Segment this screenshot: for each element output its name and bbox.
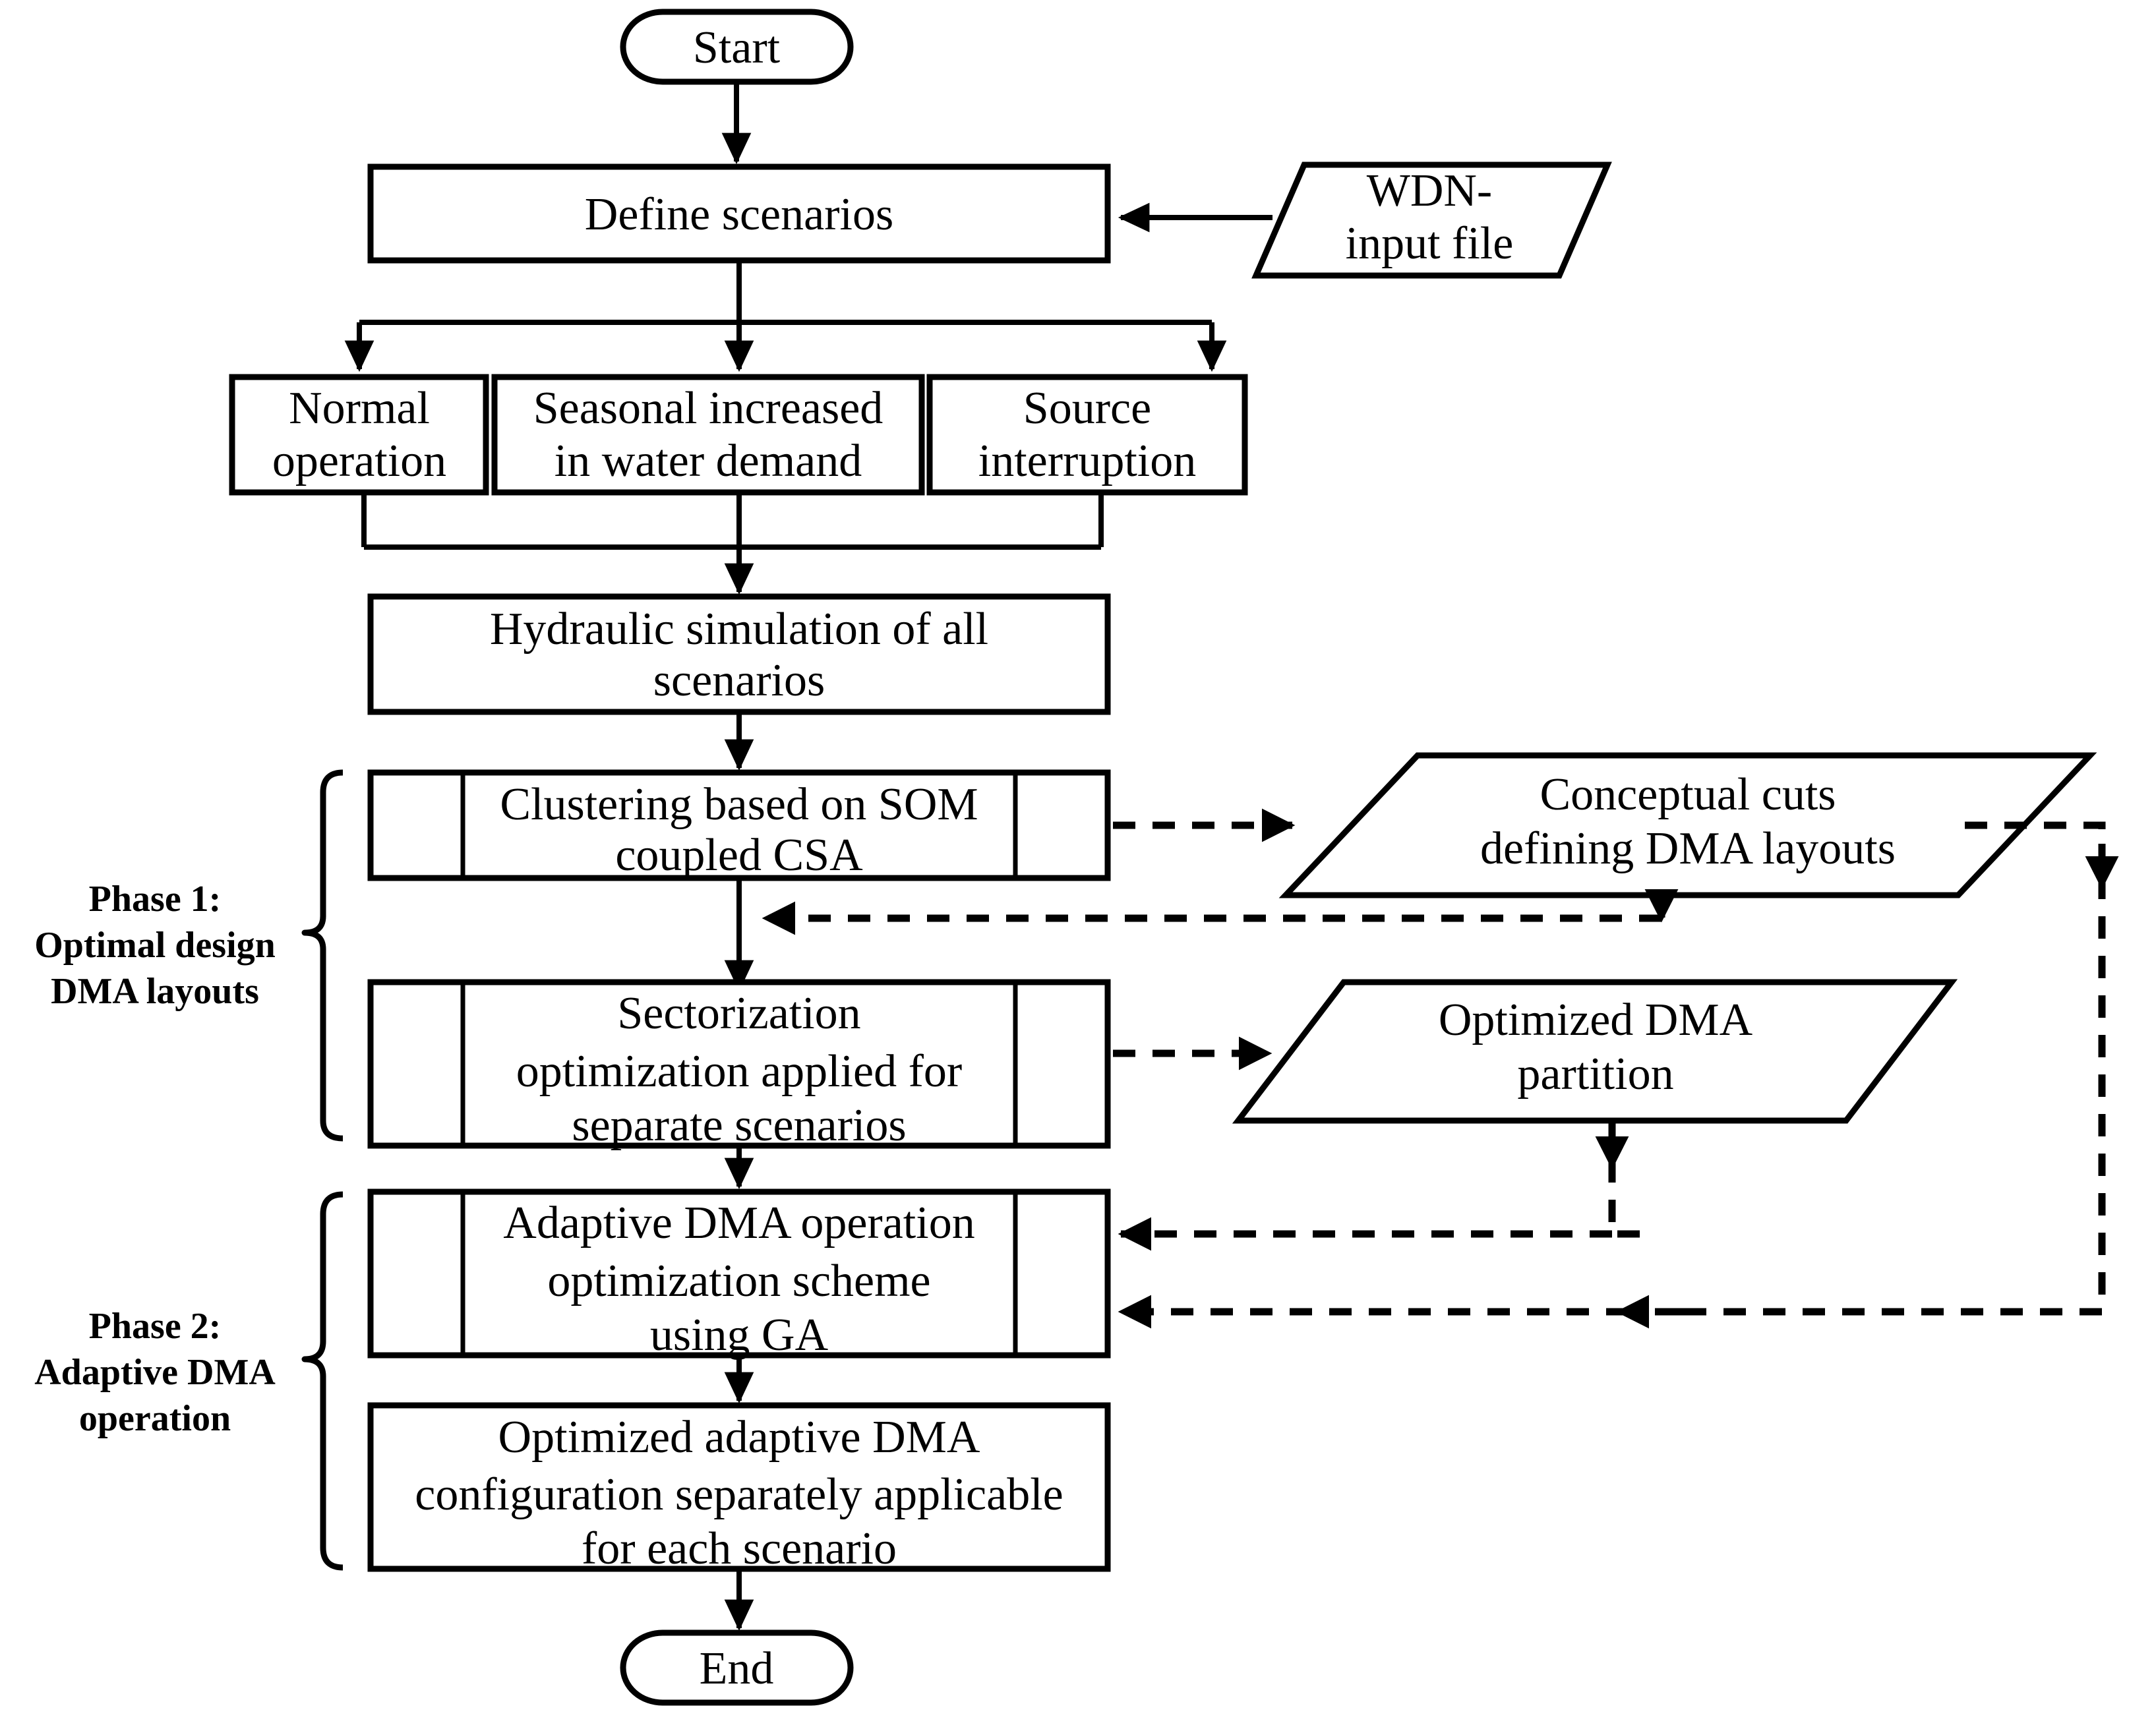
optimized-partition-line1: Optimized DMA [1439, 995, 1753, 1045]
node-clustering[interactable]: Clustering based on SOM coupled CSA [367, 769, 1111, 881]
start-label: Start [693, 22, 781, 73]
scenario-seasonal-line1: Seasonal increased [533, 383, 883, 434]
node-sectorization[interactable]: Sectorization optimization applied for s… [367, 979, 1111, 1151]
conceptual-cuts-line1: Conceptual cuts [1540, 769, 1836, 820]
scenario-source-line2: interruption [978, 436, 1196, 486]
phase2-line1: Phase 2: [89, 1306, 222, 1347]
edge-conceptual-cuts-to-sectorization [762, 889, 1679, 935]
define-scenarios-label: Define scenarios [585, 189, 893, 240]
phase1-brace [301, 769, 344, 1142]
adaptive-dma-line2: optimization scheme [547, 1256, 930, 1306]
wdn-input-file-line1: WDN- [1367, 165, 1492, 216]
hydraulic-simulation-line1: Hydraulic simulation of all [490, 604, 988, 655]
node-start[interactable]: Start [620, 9, 854, 85]
phase1-line2: Optimal design [34, 925, 276, 966]
optimized-partition-line2: partition [1517, 1049, 1673, 1099]
scenario-source-shape [926, 374, 1248, 496]
node-adaptive-dma[interactable]: Adaptive DMA operation optimization sche… [367, 1188, 1111, 1361]
phase1-line1: Phase 1: [89, 879, 222, 920]
phase2-line2: Adaptive DMA [34, 1352, 276, 1393]
optimized-config-line3: for each scenario [582, 1523, 897, 1574]
node-hydraulic-simulation[interactable]: Hydraulic simulation of all scenarios [367, 593, 1111, 715]
conceptual-cuts-shape [1278, 752, 2097, 898]
scenario-source-line1: Source [1023, 383, 1151, 434]
edge-conceptual-cuts-to-adaptive [1118, 821, 2119, 1329]
node-optimized-config[interactable]: Optimized adaptive DMA configuration sep… [367, 1402, 1111, 1574]
sectorization-line3: separate scenarios [572, 1100, 906, 1151]
edge-scenarios-merge [361, 492, 1104, 595]
define-scenarios-shape [367, 163, 1111, 264]
phase2-label: Phase 2: Adaptive DMA operation [34, 1306, 276, 1439]
optimized-config-shape [367, 1402, 1111, 1572]
scenario-seasonal-shape [491, 374, 925, 496]
adaptive-dma-line3: using GA [650, 1310, 829, 1361]
node-scenario-source[interactable]: Source interruption [926, 374, 1248, 496]
optimized-config-line1: Optimized adaptive DMA [498, 1412, 980, 1463]
node-optimized-partition[interactable]: Optimized DMA partition [1232, 979, 1958, 1124]
node-define-scenarios[interactable]: Define scenarios [367, 163, 1111, 264]
end-label: End [700, 1643, 774, 1694]
adaptive-dma-line1: Adaptive DMA operation [503, 1198, 974, 1248]
edge-define-fanout [344, 260, 1227, 372]
scenario-normal-shape [229, 374, 489, 496]
node-scenario-seasonal[interactable]: Seasonal increased in water demand [491, 374, 925, 496]
optimized-config-line2: configuration separately applicable [415, 1469, 1063, 1520]
phase1-line3: DMA layouts [51, 971, 259, 1012]
node-scenario-normal[interactable]: Normal operation [229, 374, 489, 496]
scenario-seasonal-line2: in water demand [554, 436, 862, 486]
phase2-brace [301, 1191, 344, 1571]
clustering-line1: Clustering based on SOM [500, 779, 978, 830]
node-wdn-input-file[interactable]: WDN- input file [1251, 161, 1612, 279]
optimized-partition-shape [1232, 979, 1958, 1124]
end-shape [620, 1629, 854, 1706]
scenario-normal-line2: operation [272, 436, 446, 486]
wdn-input-file-line2: input file [1346, 218, 1514, 269]
node-end[interactable]: End [620, 1629, 854, 1706]
phase2-line3: operation [79, 1398, 231, 1439]
hydraulic-simulation-line2: scenarios [653, 655, 825, 706]
scenario-normal-line1: Normal [289, 383, 430, 434]
hydraulic-simulation-shape [367, 593, 1111, 715]
clustering-shape [367, 769, 1111, 881]
sectorization-line2: optimization applied for [516, 1046, 962, 1097]
clustering-line2: coupled CSA [615, 830, 863, 881]
node-conceptual-cuts[interactable]: Conceptual cuts defining DMA layouts [1278, 752, 2097, 898]
edge-partition-to-adaptive [1118, 1121, 1648, 1251]
sectorization-line1: Sectorization [617, 988, 860, 1039]
adaptive-dma-shape [367, 1188, 1111, 1359]
wdn-input-file-shape [1251, 161, 1612, 279]
phase1-label: Phase 1: Optimal design DMA layouts [34, 879, 276, 1012]
conceptual-cuts-line2: defining DMA layouts [1480, 823, 1896, 874]
